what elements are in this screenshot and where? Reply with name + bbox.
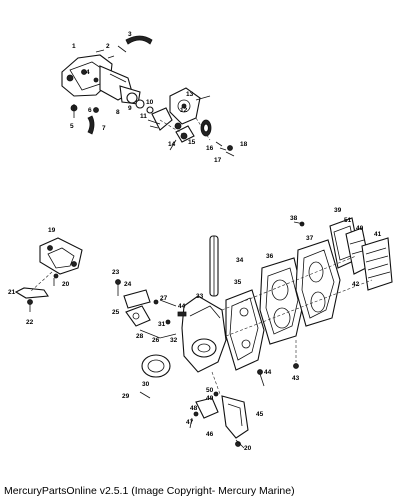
callout-29: 29 <box>122 393 130 400</box>
callout-41: 41 <box>374 231 382 238</box>
callout-20b: 20 <box>244 445 252 452</box>
callout-6: 6 <box>88 107 92 114</box>
callout-51: 51 <box>344 217 352 224</box>
callout-9: 9 <box>128 105 132 112</box>
callout-18: 18 <box>240 141 248 148</box>
callout-42: 42 <box>352 281 360 288</box>
callout-12: 12 <box>180 107 188 114</box>
callout-2: 2 <box>106 43 110 50</box>
callout-3: 3 <box>128 31 132 38</box>
callout-22: 22 <box>26 319 34 326</box>
callout-46: 46 <box>206 431 214 438</box>
callout-25: 25 <box>112 309 120 316</box>
callout-36: 36 <box>266 253 274 260</box>
callout-24: 24 <box>124 281 132 288</box>
callout-48: 48 <box>190 405 198 412</box>
callout-11: 11 <box>140 113 147 120</box>
callout-10: 10 <box>146 99 154 106</box>
callout-34: 34 <box>236 257 244 264</box>
throttle-linkage-assembly <box>115 279 249 449</box>
callout-21: 21 <box>8 289 16 296</box>
callout-4: 4 <box>86 69 90 76</box>
bracket-assembly <box>14 237 83 312</box>
callout-30: 30 <box>142 381 150 388</box>
callout-20: 20 <box>62 281 70 288</box>
copyright-footer: MercuryPartsOnline v2.5.1 (Image Copyrig… <box>4 485 295 497</box>
callout-16: 16 <box>206 145 214 152</box>
callout-37: 37 <box>306 235 314 242</box>
callout-38: 38 <box>290 215 298 222</box>
carburetor-assembly <box>61 35 153 135</box>
callout-50: 50 <box>206 387 214 394</box>
callout-44: 44 <box>178 303 186 310</box>
callout-5: 5 <box>70 123 74 130</box>
callout-26: 26 <box>152 337 160 344</box>
callout-19: 19 <box>48 227 56 234</box>
callout-8: 8 <box>116 109 120 116</box>
callout-13: 13 <box>186 91 194 98</box>
callout-17: 17 <box>214 157 222 164</box>
callout-15: 15 <box>188 139 196 146</box>
intake-manifold-assembly <box>177 217 393 387</box>
callout-31: 31 <box>158 321 166 328</box>
callout-49: 49 <box>206 395 214 402</box>
callout-40: 40 <box>356 225 364 232</box>
callout-7: 7 <box>102 125 106 132</box>
callout-44b: 44 <box>264 369 272 376</box>
callout-35: 35 <box>234 279 242 286</box>
callout-28: 28 <box>136 333 144 340</box>
fuel-pump-assembly <box>135 87 235 157</box>
callout-14: 14 <box>168 141 176 148</box>
callout-33: 33 <box>196 293 204 300</box>
callout-23: 23 <box>112 269 120 276</box>
callout-43: 43 <box>292 375 300 382</box>
callout-47: 47 <box>186 419 194 426</box>
callout-45: 45 <box>256 411 264 418</box>
callout-1: 1 <box>72 43 76 50</box>
callout-27: 27 <box>160 295 168 302</box>
callout-32: 32 <box>170 337 178 344</box>
callout-labels: 1 2 3 4 5 6 7 8 9 10 11 12 13 14 15 16 1… <box>8 31 382 452</box>
callout-39: 39 <box>334 207 342 214</box>
